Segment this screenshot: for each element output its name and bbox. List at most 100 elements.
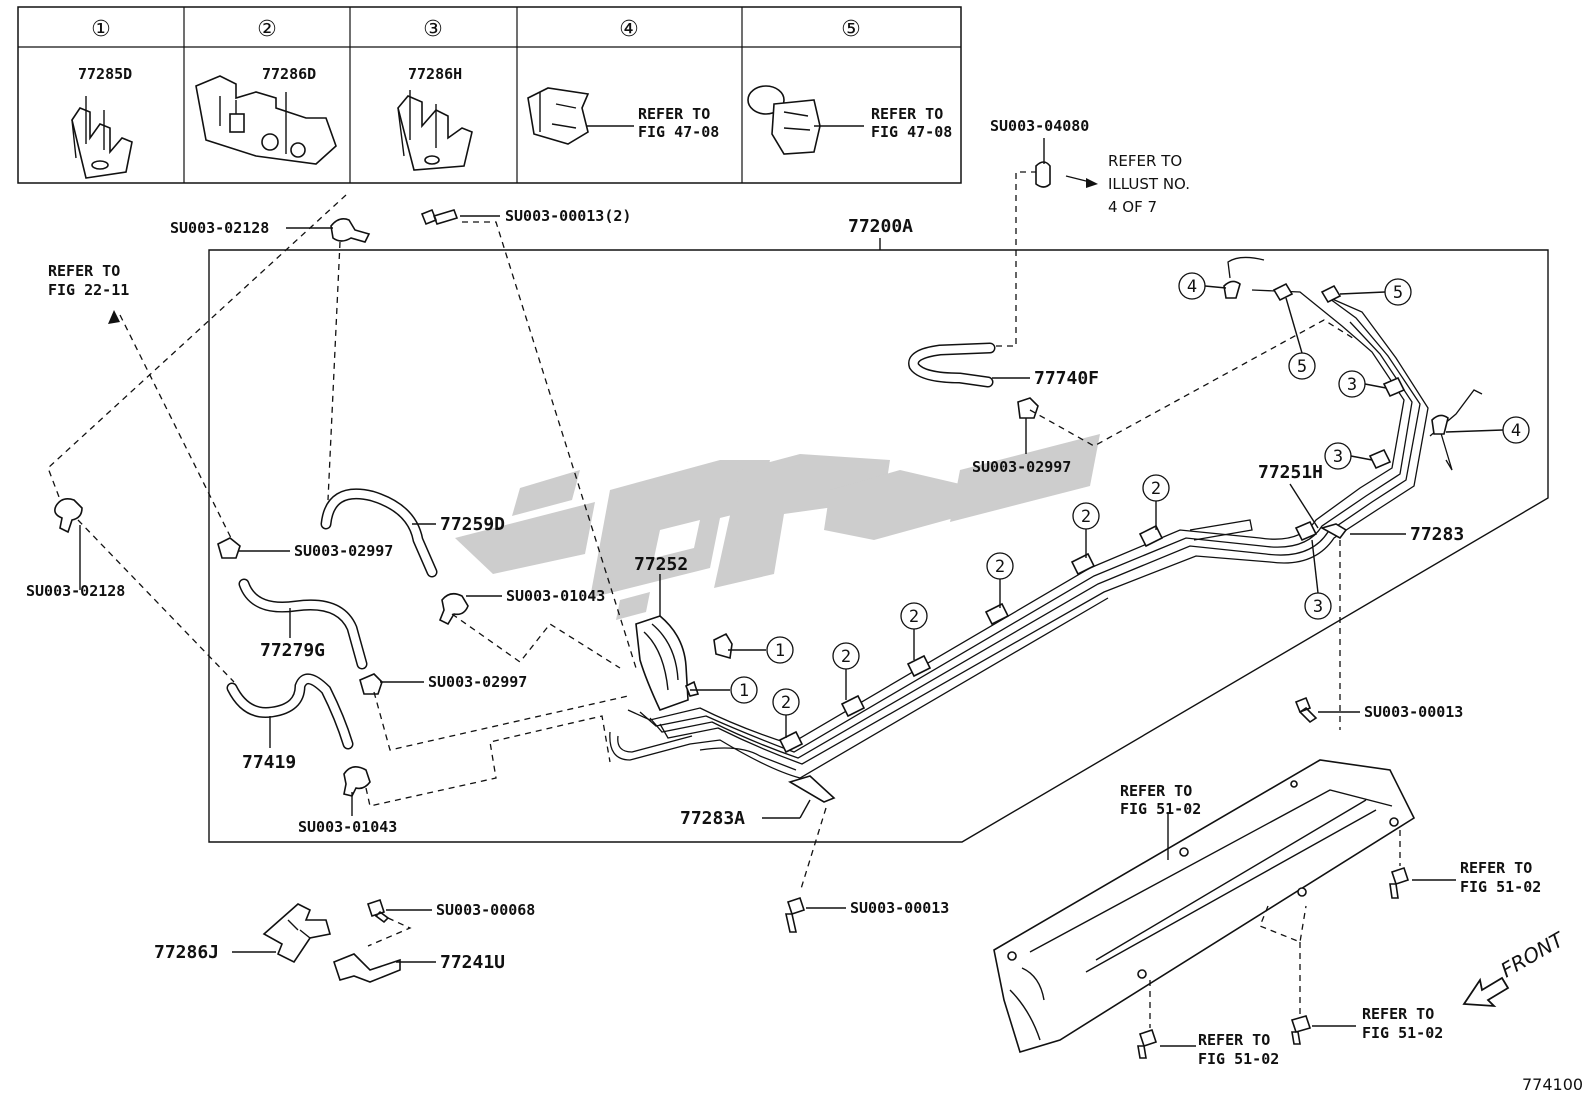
callout-2-f: 2 [1142, 474, 1170, 530]
label-su003-02997-low: SU003-02997 [428, 673, 527, 691]
label-su003-01043-bottom: SU003-01043 [298, 818, 397, 836]
clip-77286D-illustration [195, 75, 337, 165]
legend-number-4: ④ [619, 17, 639, 42]
legend-refer-5-line2: FIG 47-08 [871, 123, 952, 141]
bracket-77283: 77283 [1319, 523, 1464, 730]
label-su003-00013-2: SU003-00013(2) [505, 207, 631, 225]
label-77251H: 77251H [1258, 462, 1323, 483]
hose-77279G: 77279G [238, 578, 368, 670]
callout-1-b: 1 [690, 676, 758, 704]
label-su003-00013-right: SU003-00013 [1364, 703, 1463, 721]
callout-2-a: 2 [772, 688, 800, 738]
label-refer-51-a-line1: REFER TO [1120, 782, 1192, 800]
label-su003-01043-top: SU003-01043 [506, 587, 605, 605]
label-group-77251H: 77251H [1258, 462, 1323, 529]
hose-77259D: 77259D [320, 488, 505, 578]
svg-text:2: 2 [995, 557, 1005, 577]
svg-text:1: 1 [739, 681, 749, 701]
legend-part-77285D: 77285D [78, 65, 132, 83]
hose-77740F: 77740F [908, 171, 1099, 389]
callout-4-a: 4 [1178, 272, 1227, 300]
label-refer-51-c-line2: FIG 51-02 [1362, 1024, 1443, 1042]
legend-number-2: ② [257, 17, 277, 42]
legend-part-77286H: 77286H [408, 65, 462, 83]
front-arrow-icon: FRONT [1462, 926, 1570, 1008]
label-refer-illust-1: REFER TO [1108, 152, 1182, 170]
label-refer-51-d-line2: FIG 51-02 [1198, 1050, 1279, 1068]
label-77740F: 77740F [1034, 368, 1099, 389]
svg-text:5: 5 [1297, 357, 1307, 377]
callout-5-a: 5 [1339, 278, 1412, 306]
label-refer-51-c-line1: REFER TO [1362, 1005, 1434, 1023]
label-refer-51-b-line1: REFER TO [1460, 859, 1532, 877]
top-left-fasteners: SU003-02128 SU003-00013(2) [47, 194, 637, 669]
svg-text:2: 2 [1151, 479, 1161, 499]
label-refer-22-line2: FIG 22-11 [48, 281, 129, 299]
bolt-refer-51-c: REFER TO FIG 51-02 [1290, 1005, 1443, 1045]
label-77419: 77419 [242, 752, 296, 773]
callout-1-a: 1 [728, 636, 794, 664]
legend-part-77286D: 77286D [262, 65, 316, 83]
clip-4-illustration [527, 87, 634, 145]
clip-su003-01043-bottom: SU003-01043 [298, 715, 611, 836]
label-su003-02128-top: SU003-02128 [170, 219, 269, 237]
label-su003-02997-left: SU003-02997 [294, 542, 393, 560]
callout-3-b: 3 [1324, 442, 1373, 470]
callout-4-b: 4 [1445, 416, 1530, 444]
label-front: FRONT [1497, 926, 1570, 982]
legend-number-1: ① [91, 17, 111, 42]
callout-2-d: 2 [986, 552, 1014, 608]
svg-text:5: 5 [1393, 283, 1403, 303]
bracket-77283A: 77283A [680, 775, 836, 893]
label-77279G: 77279G [260, 640, 325, 661]
legend-refer-4-line2: FIG 47-08 [638, 123, 719, 141]
clip-su003-02997-left: SU003-02997 [217, 537, 393, 560]
label-su003-02997-mid: SU003-02997 [972, 458, 1071, 476]
svg-text:3: 3 [1333, 447, 1343, 467]
label-77283: 77283 [1410, 524, 1464, 545]
clip-77286H-illustration [397, 90, 473, 171]
label-su003-00013-bottom: SU003-00013 [850, 899, 949, 917]
svg-text:2: 2 [1081, 507, 1091, 527]
legend-number-5: ⑤ [841, 17, 861, 42]
label-77283A: 77283A [680, 808, 745, 829]
label-refer-51-a-line2: FIG 51-02 [1120, 800, 1201, 818]
label-77259D: 77259D [440, 514, 505, 535]
svg-text:2: 2 [909, 607, 919, 627]
callout-2-c: 2 [900, 602, 928, 660]
label-77286J: 77286J [154, 942, 219, 963]
part-77252-shield: 77252 [634, 554, 689, 711]
tube-bundle [609, 256, 1483, 779]
svg-text:3: 3 [1347, 375, 1357, 395]
under-cover-panel: REFER TO FIG 51-02 [993, 759, 1416, 1053]
label-su003-02128-left: SU003-02128 [26, 582, 125, 600]
label-77252: 77252 [634, 554, 688, 575]
label-refer-51-d-line1: REFER TO [1198, 1031, 1270, 1049]
svg-text:2: 2 [841, 647, 851, 667]
clamp-su003-02128-left: SU003-02128 [26, 498, 235, 683]
label-refer-51-b-line2: FIG 51-02 [1460, 878, 1541, 896]
bolt-su003-00068: SU003-00068 [366, 898, 535, 947]
callout-5-b: 5 [1285, 297, 1316, 380]
legend-number-3: ③ [423, 17, 443, 42]
bracket-77241U: 77241U [333, 952, 505, 983]
legend-refer-4-line1: REFER TO [638, 105, 710, 123]
callout-2-e: 2 [1072, 502, 1100, 558]
label-77241U: 77241U [440, 952, 505, 973]
legend-refer-5-line1: REFER TO [871, 105, 943, 123]
svg-text:2: 2 [781, 693, 791, 713]
clip-su003-01043-top: SU003-01043 [438, 587, 621, 669]
clip-77285D-illustration [71, 96, 133, 179]
callout-3-a: 3 [1338, 370, 1387, 398]
bolt-su003-00013-right: SU003-00013 [1294, 696, 1463, 724]
clip-su003-02997-mid: SU003-02997 [972, 319, 1357, 476]
clip-su003-02997-low: SU003-02997 [359, 673, 629, 751]
bolt-su003-00013-bottom: SU003-00013 [785, 896, 949, 933]
bolt-refer-51-b: REFER TO FIG 51-02 [1389, 859, 1541, 899]
hose-77419: 77419 [226, 673, 354, 773]
svg-text:3: 3 [1313, 597, 1323, 617]
clip-5-illustration [747, 85, 864, 155]
label-refer-illust-2: ILLUST NO. [1108, 175, 1190, 193]
clip-su003-04080: SU003-04080 REFER TO ILLUST NO. 4 OF 7 [990, 117, 1190, 216]
